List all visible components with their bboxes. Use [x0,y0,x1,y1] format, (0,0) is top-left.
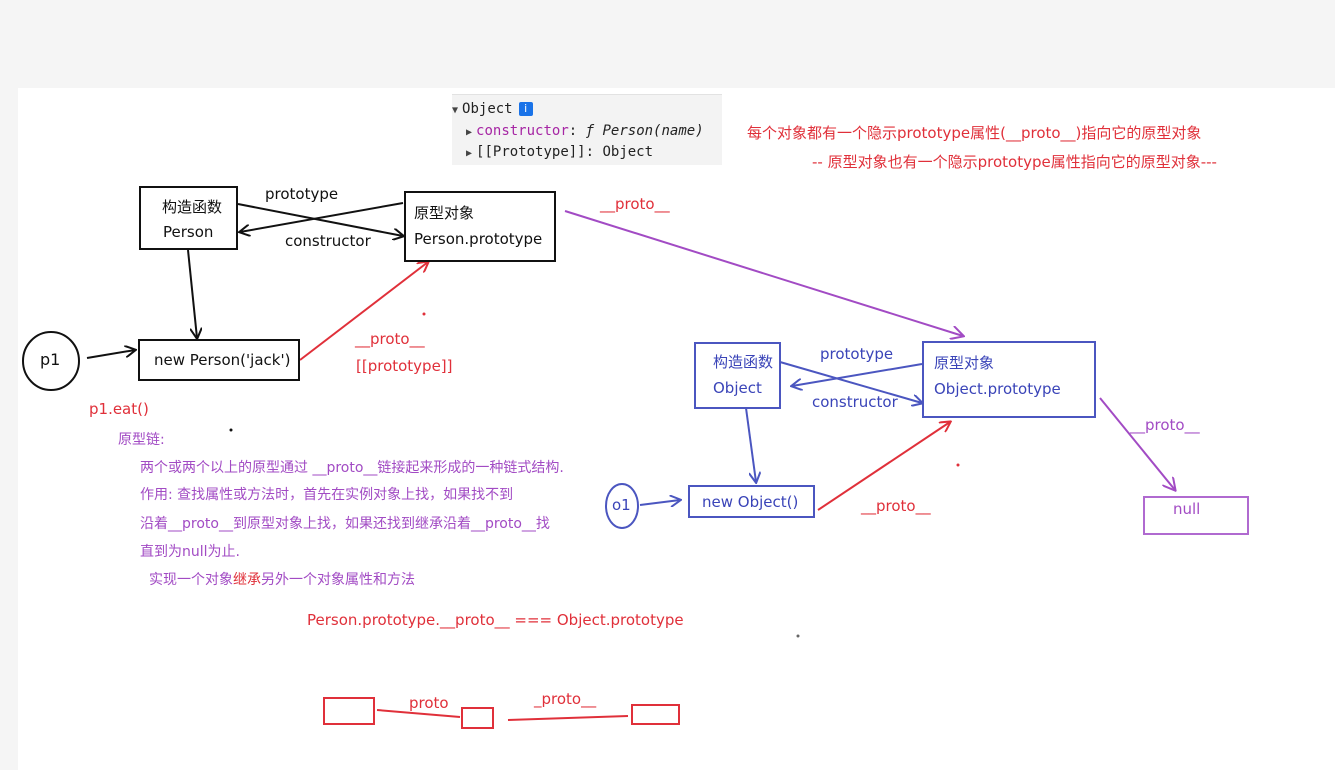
note-line-1: 每个对象都有一个隐示prototype属性(__proto__)指向它的原型对象 [747,124,1202,142]
method-call-text: p1.eat() [89,400,149,418]
o1-label: o1 [612,496,631,514]
object-prototype-edge-label: prototype [820,345,894,363]
person-prototype-to-object-prototype-arrow [564,210,963,336]
object-prototype-arrow [779,361,922,403]
object-proto-title: 原型对象 [934,354,995,372]
chain-line-1: 两个或两个以上的原型通过 __proto__链接起来形成的一种链式结构. [140,460,564,476]
bottom-chain-edge-1: proto [409,694,449,712]
info-icon[interactable]: i [518,102,533,116]
chain-line-5-a: 实现一个对象 [149,572,233,588]
object-ctor-title: 构造函数 [713,353,774,371]
person-instance-proto-arrow [299,262,428,361]
person-constructor-edge-label: constructor [285,232,371,250]
object-ctor-name: Object [713,379,762,397]
object-proto-name: Object.prototype [934,380,1061,398]
person-instance-proto-label: __proto__ [355,330,425,348]
person-new-arrow [187,249,197,338]
equation-text: Person.prototype.__proto__ === Object.pr… [307,611,684,629]
stray-dot [796,634,800,638]
null-box: null [1143,496,1249,535]
person-proto-name: Person.prototype [414,230,543,248]
object-prototype-to-null-arrow [1099,397,1175,490]
constructor-value: Person(name) [602,123,704,139]
person-prototype-box: 原型对象 Person.prototype [404,191,556,262]
chain-title: 原型链: [118,432,165,448]
bottom-chain-link-2 [507,715,629,721]
chain-line-4: 直到为null为止. [140,544,240,560]
object-prototype-null-edge-label: __proto__ [1130,416,1200,434]
bottom-chain-box-3 [631,704,680,725]
p1-label: p1 [40,350,61,369]
stray-dot [422,312,426,316]
object-instance-box: new Object() [688,485,815,518]
person-instance-prototype-slot-label: [[prototype]] [356,357,453,375]
chain-line-3: 沿着__proto__到原型对象上找，如果还找到继承沿着__proto__找 [140,516,550,532]
chain-line-2: 作用: 查找属性或方法时，首先在实例对象上找，如果找不到 [140,487,514,503]
expand-triangle-icon[interactable]: ▶ [466,148,473,159]
person-prototype-proto-label: __proto__ [600,195,670,213]
p1-circle [22,331,80,391]
object-constructor-arrow [792,363,923,386]
object-constructor-box: 构造函数 Object [694,342,781,409]
object-instance-proto-label: __proto__ [861,497,931,515]
stray-dot [229,428,233,432]
expand-triangle-icon[interactable]: ▼ [452,105,459,116]
o1-arrow [639,500,680,505]
object-prototype-box: 原型对象 Object.prototype [922,341,1096,418]
object-constructor-edge-label: constructor [812,393,898,411]
prototype-row: [[Prototype]]: Object [476,144,654,160]
o1-circle [605,483,639,529]
person-proto-title: 原型对象 [414,204,475,222]
person-instance-label: new Person('jack') [154,351,291,369]
object-label: Object [462,101,513,117]
expand-triangle-icon[interactable]: ▶ [466,127,473,138]
person-prototype-edge-label: prototype [265,185,339,203]
object-instance-label: new Object() [702,493,799,511]
object-instance-proto-arrow [817,422,950,511]
stray-dot [956,463,960,467]
chain-line-5-c: 另外一个对象属性和方法 [261,572,415,588]
person-instance-box: new Person('jack') [138,339,300,381]
person-ctor-title: 构造函数 [162,198,223,216]
constructor-key: constructor [476,123,569,139]
chain-line-5-b: 继承 [233,572,261,588]
p1-arrow [86,350,135,359]
bottom-chain-edge-2: _proto__ [534,690,597,708]
bottom-chain-box-2 [461,707,494,729]
person-constructor-box: 构造函数 Person [139,186,238,250]
person-prototype-arrow [237,203,403,236]
null-label: null [1173,500,1201,518]
bottom-chain-link-1 [376,709,461,718]
note-line-2: -- 原型对象也有一个隐示prototype属性指向它的原型对象--- [812,153,1217,171]
bottom-chain-box-1 [323,697,375,725]
function-glyph: ƒ [585,123,595,139]
person-ctor-name: Person [163,223,214,241]
chain-line-5: 实现一个对象继承另外一个对象属性和方法 [149,569,415,589]
person-constructor-arrow [240,202,404,232]
object-new-arrow [745,407,756,482]
